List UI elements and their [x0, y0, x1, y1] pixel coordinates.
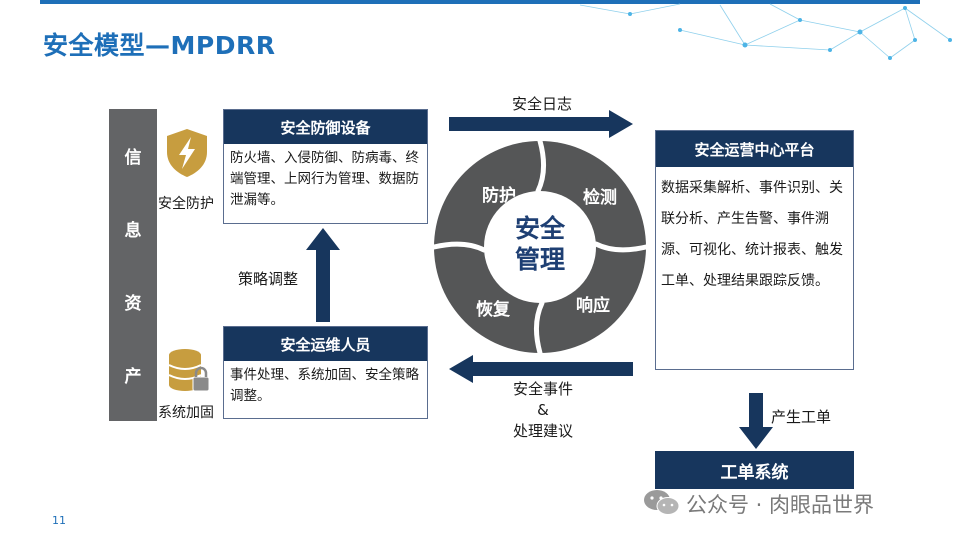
- watermark-text: 公众号 · 肉眼品世界: [686, 493, 875, 517]
- ops-body: 事件处理、系统加固、安全策略调整。: [230, 367, 419, 404]
- shield-icon: [167, 129, 207, 177]
- info-asset-bar: 信 息 资 产: [109, 109, 157, 421]
- page-number: 11: [52, 514, 66, 527]
- ops-icon-label: 系统加固: [158, 405, 214, 421]
- ticket-system-box: 工单系统: [655, 451, 854, 489]
- policy-arrow-label: 策略调整: [238, 270, 299, 288]
- log-arrow-label: 安全日志: [512, 95, 573, 113]
- page-title: 安全模型—MPDRR: [43, 31, 276, 60]
- policy-arrow: [306, 228, 340, 322]
- cycle-segment-detect: 检测: [583, 188, 617, 208]
- event-label-line1: 安全事件: [512, 380, 573, 398]
- network-decoration: [579, 3, 952, 60]
- ring-divider-top: [535, 140, 546, 194]
- cycle-segment-protect: 防护: [482, 186, 516, 206]
- defense-equipment-box: 安全防御设备 防火墙、入侵防御、防病毒、终端管理、上网行为管理、数据防泄漏等。: [223, 109, 428, 224]
- cycle-center-line2: 管理: [514, 245, 565, 274]
- asset-char: 息: [124, 221, 142, 241]
- defense-header: 安全防御设备: [224, 110, 427, 144]
- soc-body: 数据采集解析、事件识别、关联分析、产生告警、事件溯源、可视化、统计报表、触发工单…: [661, 180, 843, 289]
- asset-char: 产: [124, 367, 142, 387]
- cycle-center-text: 安全 管理: [500, 213, 580, 275]
- pdrr-cycle-ring: [431, 140, 649, 354]
- ring-divider-right: [593, 241, 649, 253]
- asset-char: 资: [124, 294, 142, 314]
- ring-divider-bottom: [534, 300, 545, 354]
- defense-icon-label: 安全防护: [158, 196, 214, 212]
- wechat-icon: [644, 490, 680, 515]
- ticket-arrow: [739, 393, 773, 449]
- defense-body: 防火墙、入侵防御、防病毒、终端管理、上网行为管理、数据防泄漏等。: [230, 150, 419, 208]
- cycle-segment-recover: 恢复: [476, 300, 510, 320]
- log-arrow: [449, 110, 633, 138]
- ring-divider-left: [431, 241, 487, 253]
- asset-char: 信: [124, 148, 142, 168]
- database-lock-icon: [168, 349, 210, 392]
- cycle-segment-respond: 响应: [576, 296, 610, 316]
- soc-header: 安全运营中心平台: [656, 131, 853, 167]
- ops-staff-box: 安全运维人员 事件处理、系统加固、安全策略调整。: [223, 326, 428, 419]
- event-arrow: [449, 355, 633, 383]
- cycle-center-line1: 安全: [514, 214, 565, 243]
- event-arrow-label: 安全事件 & 处理建议: [500, 379, 586, 442]
- ticket-arrow-label: 产生工单: [771, 408, 832, 426]
- soc-platform-box: 安全运营中心平台 数据采集解析、事件识别、关联分析、产生告警、事件溯源、可视化、…: [655, 130, 854, 370]
- event-label-line2: &: [537, 401, 549, 419]
- top-accent-bar: [40, 0, 920, 4]
- ops-header: 安全运维人员: [224, 327, 427, 361]
- event-label-line3: 处理建议: [512, 422, 573, 440]
